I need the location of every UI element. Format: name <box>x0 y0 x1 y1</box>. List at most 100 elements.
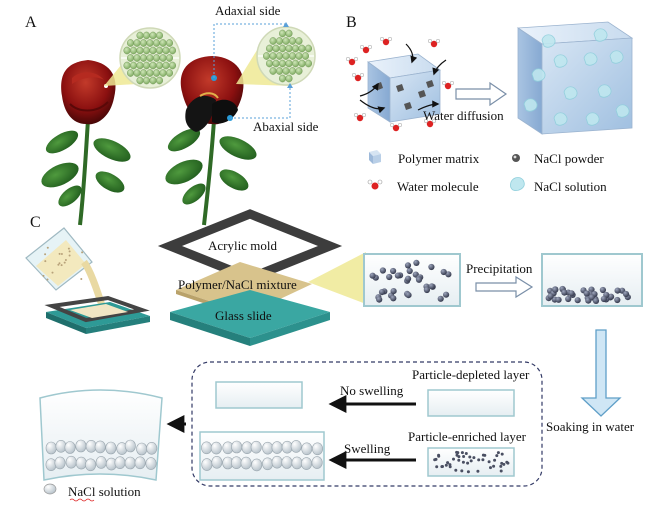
nacl-particle <box>390 288 397 295</box>
plant-cell <box>133 54 141 62</box>
nacl-particle <box>433 458 437 462</box>
swollen-droplet <box>301 442 313 456</box>
nacl-particle <box>487 460 491 464</box>
water-oxygen <box>392 124 400 132</box>
plant-cell <box>159 39 167 47</box>
nacl-particle <box>461 460 465 464</box>
swollen-droplet <box>311 442 323 456</box>
nacl-particle <box>495 454 499 458</box>
nacl-particle <box>614 287 621 294</box>
plant-cell <box>266 59 274 68</box>
plant-cell <box>279 44 287 53</box>
swollen-droplet <box>54 456 66 470</box>
nacl-particle <box>378 289 386 296</box>
plant-cell <box>139 39 147 47</box>
plant-cell <box>269 67 277 75</box>
plant-cell <box>165 69 173 77</box>
nacl-particle <box>441 465 444 468</box>
label-adaxial-side: Adaxial side <box>215 3 281 18</box>
nacl-droplet <box>597 84 612 98</box>
swollen-droplets <box>201 440 323 472</box>
dispersed-particles <box>369 259 452 303</box>
mixture-speck <box>46 246 49 249</box>
legend-polymer-matrix: Polymer matrix <box>398 151 480 166</box>
swollen-droplet <box>124 439 136 453</box>
nacl-particle <box>499 464 503 468</box>
nacl-droplet <box>553 112 568 126</box>
nacl-droplet <box>609 50 624 64</box>
swollen-droplet <box>311 456 323 469</box>
nacl-particle <box>547 293 554 300</box>
plant-cell <box>162 61 170 70</box>
plant-cell <box>133 69 141 77</box>
plant-cell <box>146 39 154 47</box>
plant-cell <box>298 44 306 53</box>
rose-right <box>165 56 257 226</box>
plant-cell <box>155 46 163 55</box>
glass-slide <box>170 290 330 346</box>
water-oxygen <box>444 82 452 90</box>
water-oxygen <box>430 40 438 48</box>
panel-label-b: B <box>346 14 357 31</box>
nacl-particle <box>460 451 464 455</box>
panel-label-a: A <box>25 14 37 31</box>
nacl-droplet <box>553 54 568 68</box>
cell-cluster-left <box>123 31 176 85</box>
label-acrylic-mold: Acrylic mold <box>208 238 277 253</box>
plant-cell <box>136 76 144 85</box>
nacl-particle <box>404 262 412 269</box>
plant-cell <box>146 54 154 62</box>
plant-cell <box>295 52 303 60</box>
nacl-particle <box>369 272 376 279</box>
label-water-diffusion: Water diffusion <box>423 108 504 123</box>
water-hydrogen <box>359 44 365 50</box>
water-hydrogen <box>389 122 395 128</box>
legend-label-nacl-solution: NaCl solution <box>68 484 141 499</box>
water-hydrogen <box>435 38 441 44</box>
nacl-particle <box>444 463 448 467</box>
nacl-particle <box>394 272 401 279</box>
plant-cell <box>136 31 144 40</box>
plant-cell <box>165 39 173 47</box>
hollow-arrow-b <box>455 81 508 107</box>
plant-cell <box>295 37 303 45</box>
water-hydrogen <box>431 118 437 124</box>
nacl-droplet <box>541 34 556 48</box>
water-hydrogen <box>361 112 367 118</box>
plant-cell <box>285 44 293 53</box>
nacl-particle <box>502 462 506 466</box>
nacl-particle <box>390 295 397 302</box>
mixture-speck <box>44 253 47 256</box>
plant-cell <box>149 31 157 40</box>
mixture-speck <box>68 254 71 257</box>
plant-cell <box>133 39 141 47</box>
plant-cell <box>282 52 290 60</box>
plant-cell <box>126 39 134 47</box>
plant-cell <box>168 61 176 70</box>
plant-cell <box>129 46 137 55</box>
nacl-particle <box>483 453 487 457</box>
plant-cell <box>123 61 131 70</box>
swollen-droplet <box>281 456 293 469</box>
plant-cell <box>279 59 287 68</box>
plant-cell <box>285 29 293 38</box>
water-oxygen <box>362 46 370 54</box>
plant-cell <box>126 69 134 77</box>
nacl-droplet <box>523 98 538 112</box>
nacl-particle <box>428 263 435 271</box>
nacl-particle <box>468 455 472 459</box>
precipitation-callout-beam <box>308 252 366 304</box>
swollen-droplet <box>300 457 312 470</box>
nacl-droplet <box>615 104 630 118</box>
plant-cell <box>155 31 163 40</box>
plant-cell <box>302 52 310 60</box>
depleted-layer-left <box>215 381 303 409</box>
plant-cell <box>272 44 280 53</box>
nacl-particle <box>496 451 500 455</box>
water-oxygen <box>426 120 434 128</box>
nacl-particle <box>476 469 480 473</box>
mixture-speck <box>68 250 71 253</box>
plant-cell <box>282 67 290 75</box>
swollen-droplet <box>105 441 117 455</box>
water-hydrogen <box>387 36 393 42</box>
